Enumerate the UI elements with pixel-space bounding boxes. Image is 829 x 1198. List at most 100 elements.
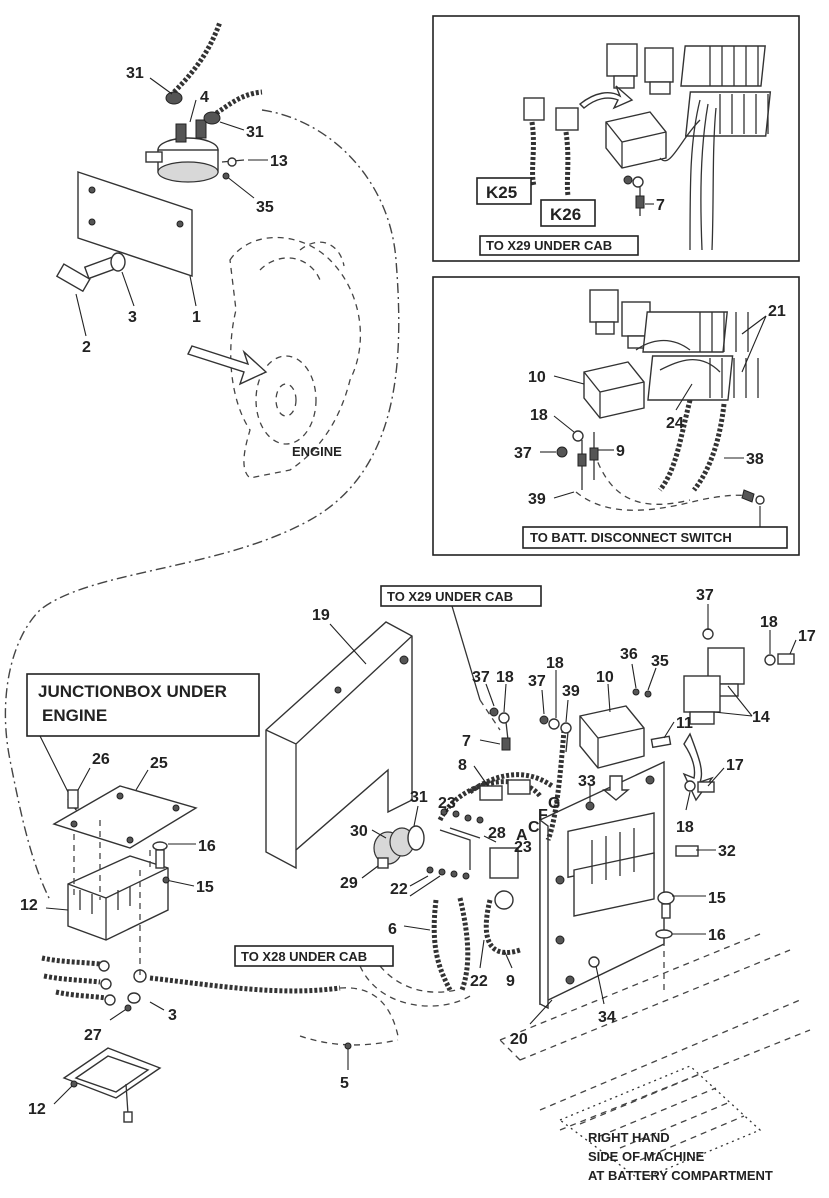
junction-box-area: JUNCTIONBOX UNDER ENGINE 26 — [20, 673, 399, 1123]
control-module-top — [605, 111, 667, 169]
caption-to-x29-top: TO X29 UNDER CAB — [486, 238, 612, 253]
label-37-x29: 37 — [472, 669, 490, 686]
label-17-lower: 17 — [726, 757, 744, 774]
label-5: 5 — [340, 1075, 349, 1092]
boundary-dashdot — [4, 109, 400, 901]
caption-box-x29-main — [380, 585, 542, 607]
control-module-main — [579, 705, 645, 769]
mounting-plate — [77, 171, 193, 277]
cable-31-b — [210, 89, 263, 119]
fuse-block-mid — [642, 311, 759, 401]
label-18-lower: 18 — [676, 819, 694, 836]
engine-arrow — [187, 345, 268, 386]
label-14: 14 — [752, 709, 770, 726]
cable-31-a — [172, 21, 223, 94]
label-12-junction: 12 — [20, 897, 38, 914]
label-18-mid-main: 18 — [546, 655, 564, 672]
harness-main — [545, 729, 567, 841]
k25-box — [476, 177, 532, 205]
label-21: 21 — [768, 303, 786, 320]
label-18-mid: 18 — [530, 407, 548, 424]
label-39-main: 39 — [562, 683, 580, 700]
relays-14 — [683, 647, 745, 725]
engine-label: ENGINE — [292, 444, 342, 459]
caption-to-batt: TO BATT. DISCONNECT SWITCH — [530, 530, 732, 545]
wires-mid-top — [635, 339, 721, 373]
harness-k25 — [529, 121, 537, 187]
label-27: 27 — [84, 1027, 102, 1044]
arrow-top — [578, 85, 634, 110]
label-25: 25 — [150, 755, 168, 772]
cable-5 — [149, 975, 341, 994]
engine-area: 31 4 31 13 35 3 1 2 ENGINE — [4, 21, 400, 901]
label-36: 36 — [620, 646, 638, 663]
label-28: 28 — [488, 825, 506, 842]
label-33: 33 — [578, 773, 596, 790]
relay-pair-top — [606, 43, 674, 95]
label-31-b: 31 — [246, 124, 264, 141]
label-10-mid: 10 — [528, 369, 546, 386]
starter-solenoid — [145, 119, 219, 183]
cable-6 — [431, 899, 453, 992]
label-19: 19 — [312, 607, 330, 624]
label-31-main: 31 — [410, 789, 428, 806]
label-13: 13 — [270, 153, 288, 170]
caption-to-x28: TO X28 UNDER CAB — [241, 949, 367, 964]
label-37-right: 37 — [696, 587, 714, 604]
vent-grille — [558, 1065, 762, 1181]
caption-box-mid — [522, 526, 788, 549]
fuse-block-main — [567, 812, 655, 917]
label-7-main: 7 — [462, 733, 471, 750]
label-17-right: 17 — [798, 628, 816, 645]
junction-title-line2: ENGINE — [42, 706, 107, 725]
label-23-top: 23 — [438, 795, 456, 812]
harness-bundle-top — [689, 99, 717, 251]
caption-to-x29-main: TO X29 UNDER CAB — [387, 589, 513, 604]
fuse-block-top — [680, 45, 772, 137]
label-C: C — [528, 819, 540, 836]
harness-24 — [658, 399, 693, 492]
inset-mid-frame — [432, 276, 800, 556]
wire-top-a — [659, 119, 701, 162]
label-2: 2 — [82, 339, 91, 356]
label-39-mid: 39 — [528, 491, 546, 508]
relay-pair-mid — [589, 289, 651, 349]
label-38: 38 — [746, 451, 764, 468]
footer-line3: AT BATTERY COMPARTMENT — [588, 1168, 773, 1183]
label-22-lower: 22 — [470, 973, 488, 990]
label-16-main: 16 — [708, 927, 726, 944]
inset-mid: 21 10 18 37 9 24 38 39 TO BATT. DISCONNE… — [432, 276, 800, 556]
engine-outline — [229, 236, 362, 479]
label-3-engine: 3 — [128, 309, 137, 326]
label-11: 11 — [676, 715, 693, 732]
label-G: G — [548, 795, 560, 812]
label-18-right: 18 — [760, 614, 778, 631]
caption-box-x28 — [234, 945, 394, 967]
label-10-main: 10 — [596, 669, 614, 686]
label-A: A — [516, 827, 528, 844]
k25-label: K25 — [486, 183, 517, 202]
label-8: 8 — [458, 757, 467, 774]
label-37-mid-main: 37 — [528, 673, 546, 690]
label-34: 34 — [598, 1009, 616, 1026]
harness-38 — [692, 403, 727, 492]
label-1: 1 — [192, 309, 201, 326]
harness-k26 — [563, 131, 571, 197]
label-26: 26 — [92, 751, 110, 768]
connector-k25 — [523, 97, 545, 121]
k26-box — [540, 199, 596, 227]
label-37-mid: 37 — [514, 445, 532, 462]
footer-line1: RIGHT HAND — [588, 1130, 670, 1145]
bracket-19 — [265, 621, 413, 870]
cable-5-dashed — [299, 987, 399, 1046]
label-35-main: 35 — [651, 653, 669, 670]
label-12-gasket: 12 — [28, 1101, 46, 1118]
label-20: 20 — [510, 1031, 528, 1048]
junction-title-box — [26, 673, 260, 737]
label-31-a: 31 — [126, 65, 144, 82]
label-15-junction: 15 — [196, 879, 214, 896]
label-30: 30 — [350, 823, 368, 840]
cable-mid-dashed — [593, 451, 691, 505]
junction-cover — [52, 785, 198, 849]
